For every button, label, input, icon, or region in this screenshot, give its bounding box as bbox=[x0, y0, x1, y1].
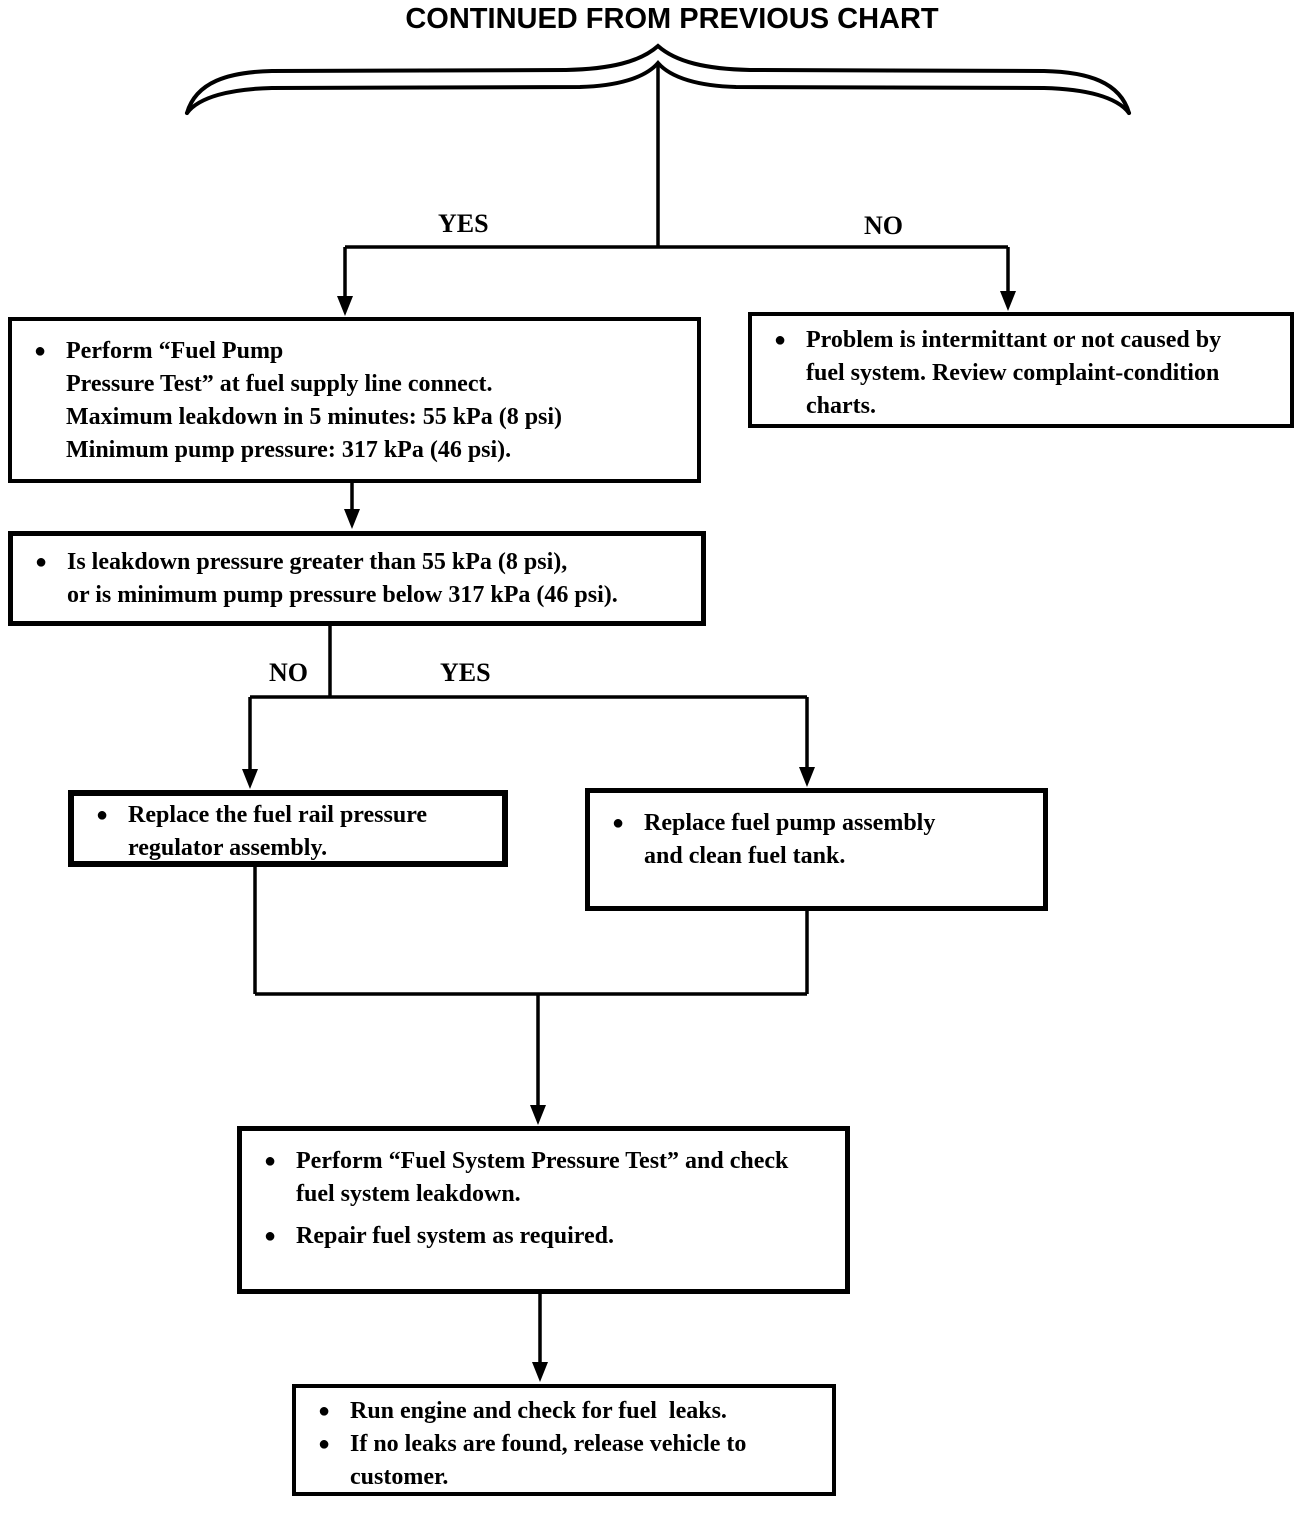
bullet-icon: ● bbox=[318, 1433, 331, 1455]
text-line: Pressure Test” at fuel supply line conne… bbox=[66, 371, 493, 397]
branch2-no-label: NO bbox=[269, 658, 308, 687]
box-problem-intermittant: ● Problem is intermittant or not caused … bbox=[748, 312, 1294, 428]
text-line: Run engine and check for fuel leaks. bbox=[350, 1398, 727, 1424]
text-line: Is leakdown pressure greater than 55 kPa… bbox=[67, 549, 568, 575]
text-line: and clean fuel tank. bbox=[644, 843, 846, 869]
bullet-icon: ● bbox=[612, 812, 625, 834]
bullet-item: ● Repair fuel system as required. bbox=[242, 1220, 845, 1253]
text-line: Maximum leakdown in 5 minutes: 55 kPa (8… bbox=[66, 404, 563, 430]
bullet-spacer bbox=[242, 1211, 845, 1220]
text-line: Minimum pump pressure: 317 kPa (46 psi). bbox=[66, 437, 512, 463]
box-fuel-system-pressure-test: ● Perform “Fuel System Pressure Test” an… bbox=[237, 1126, 850, 1294]
bullet-text: Is leakdown pressure greater than 55 kPa… bbox=[67, 546, 701, 612]
text-line: Replace the fuel rail pressure bbox=[128, 802, 428, 828]
text-line: Perform “Fuel Pump bbox=[66, 338, 284, 364]
bullet-icon: ● bbox=[34, 340, 47, 362]
text-line: Replace fuel pump assembly bbox=[644, 810, 936, 836]
bullet-text: Perform “Fuel Pump Pressure Test” at fue… bbox=[66, 335, 697, 467]
bullet-item: ● Replace fuel pump assembly and clean f… bbox=[590, 807, 1043, 873]
bullet-text: Replace the fuel rail pressure regulator… bbox=[128, 799, 502, 865]
text-line: regulator assembly. bbox=[128, 835, 328, 861]
bullet-text: Perform “Fuel System Pressure Test” and … bbox=[296, 1145, 845, 1211]
bullet-item: ● Perform “Fuel System Pressure Test” an… bbox=[242, 1145, 845, 1211]
bullet-item: ● Run engine and check for fuel leaks. bbox=[296, 1395, 832, 1428]
brace-outer-curve bbox=[185, 43, 1131, 115]
bullet-item: ● Replace the fuel rail pressure regulat… bbox=[74, 799, 502, 865]
bullet-item: ● Is leakdown pressure greater than 55 k… bbox=[13, 546, 701, 612]
arrowhead-down-icon bbox=[530, 1105, 546, 1125]
box-perform-fuel-pump-pressure-test: ● Perform “Fuel Pump Pressure Test” at f… bbox=[8, 317, 701, 483]
text-line: or is minimum pump pressure below 317 kP… bbox=[67, 582, 618, 608]
bullet-text: Replace fuel pump assembly and clean fue… bbox=[644, 807, 1043, 873]
arrowhead-down-icon bbox=[337, 296, 353, 316]
arrowhead-down-icon bbox=[1000, 291, 1016, 311]
text-line: Perform “Fuel System Pressure Test” and … bbox=[296, 1148, 789, 1174]
bullet-text: If no leaks are found, release vehicle t… bbox=[350, 1428, 832, 1494]
branch2-yes-label: YES bbox=[440, 658, 491, 687]
bullet-icon: ● bbox=[318, 1400, 331, 1422]
arrowhead-down-icon bbox=[242, 769, 258, 789]
bullet-item: ● Problem is intermittant or not caused … bbox=[752, 324, 1290, 423]
chart-title: CONTINUED FROM PREVIOUS CHART bbox=[405, 3, 939, 35]
box-run-engine-check: ● Run engine and check for fuel leaks. ●… bbox=[292, 1384, 836, 1496]
arrowhead-down-icon bbox=[344, 509, 360, 529]
text-line: customer. bbox=[350, 1464, 449, 1490]
text-line: If no leaks are found, release vehicle t… bbox=[350, 1431, 747, 1457]
box-replace-fuel-pump: ● Replace fuel pump assembly and clean f… bbox=[585, 788, 1048, 911]
text-line: charts. bbox=[806, 393, 876, 419]
bullet-icon: ● bbox=[35, 551, 48, 573]
bullet-icon: ● bbox=[264, 1150, 277, 1172]
box-replace-regulator: ● Replace the fuel rail pressure regulat… bbox=[68, 790, 508, 867]
branch1-no-label: NO bbox=[864, 211, 903, 240]
text-line: Repair fuel system as required. bbox=[296, 1223, 614, 1249]
bullet-item: ● Perform “Fuel Pump Pressure Test” at f… bbox=[12, 335, 697, 467]
text-line: fuel system leakdown. bbox=[296, 1181, 521, 1207]
bullet-icon: ● bbox=[264, 1225, 277, 1247]
branch1-yes-label: YES bbox=[438, 209, 489, 238]
bullet-text: Run engine and check for fuel leaks. bbox=[350, 1395, 832, 1428]
bullet-text: Repair fuel system as required. bbox=[296, 1220, 845, 1253]
bullet-item: ● If no leaks are found, release vehicle… bbox=[296, 1428, 832, 1494]
arrowhead-down-icon bbox=[799, 767, 815, 787]
box-leakdown-question: ● Is leakdown pressure greater than 55 k… bbox=[8, 531, 706, 626]
bullet-icon: ● bbox=[774, 329, 787, 351]
text-line: fuel system. Review complaint-condition bbox=[806, 360, 1220, 386]
bullet-text: Problem is intermittant or not caused by… bbox=[806, 324, 1290, 423]
arrowhead-down-icon bbox=[532, 1362, 548, 1382]
text-line: Problem is intermittant or not caused by bbox=[806, 327, 1222, 353]
bullet-icon: ● bbox=[96, 804, 109, 826]
